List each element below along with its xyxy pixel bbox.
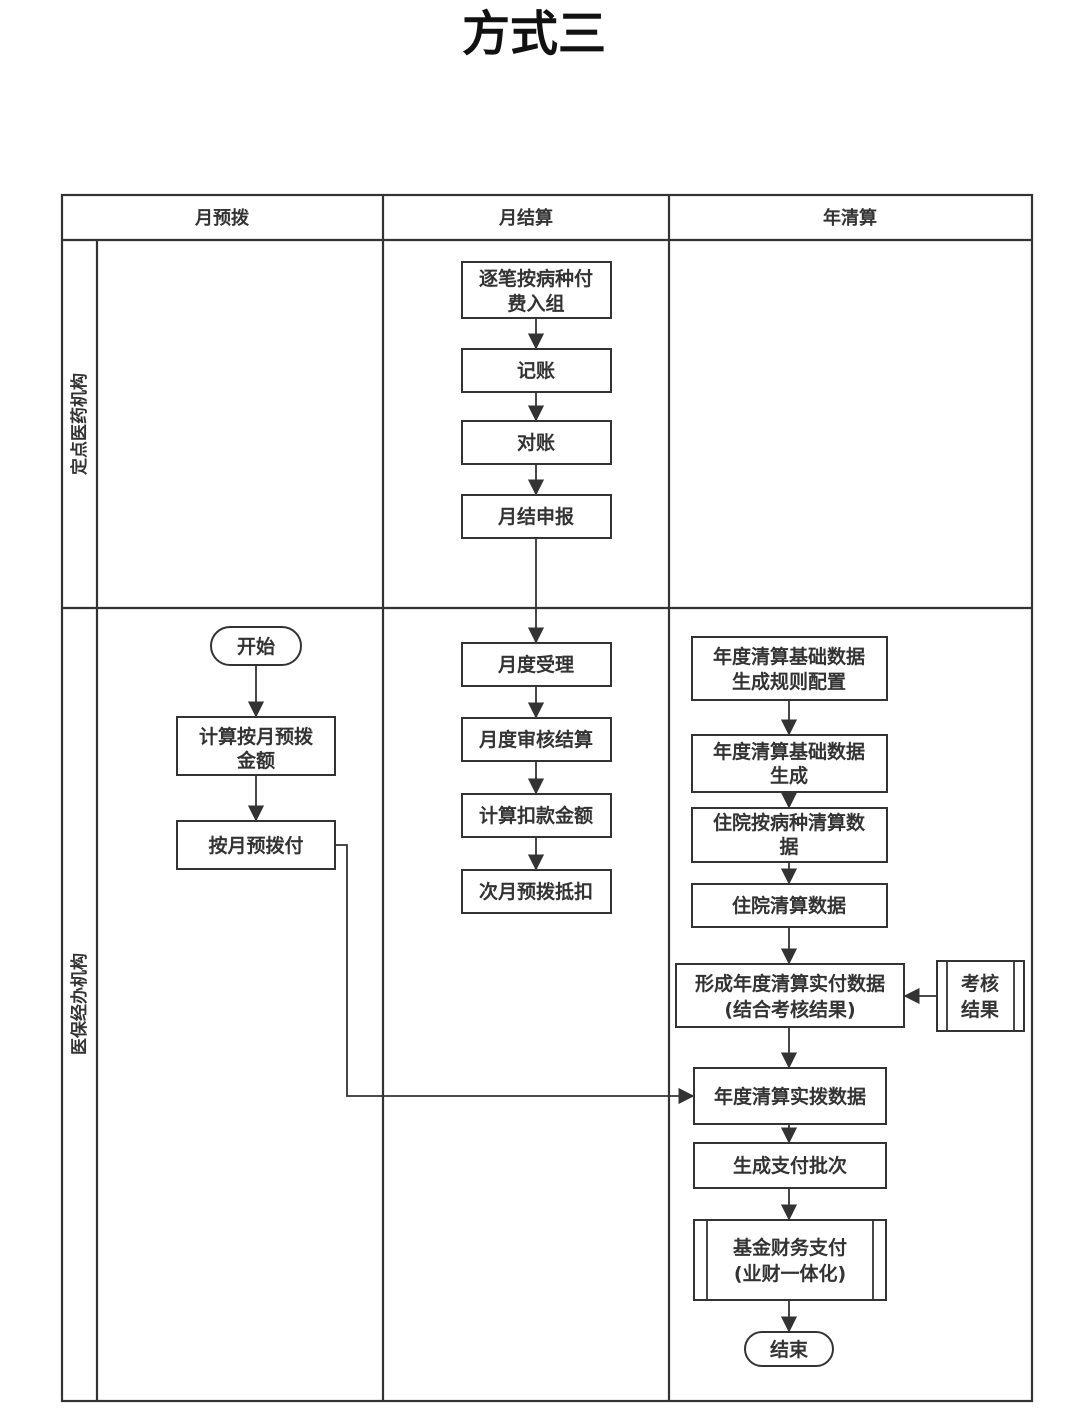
column-header-monthly-prealloc: 月预拨	[194, 207, 250, 229]
monthly-accept-node	[461, 642, 612, 687]
entry-node	[461, 261, 612, 319]
monthly-declare-label: 月结申报	[497, 505, 574, 528]
page-title: 方式三	[461, 6, 606, 62]
start-node-label: 开始	[237, 635, 275, 658]
fund-payment-label-2: (业财一体化)	[734, 1262, 846, 1285]
next-month-deduct-label: 次月预拨抵扣	[479, 880, 593, 903]
end-node-label: 结束	[770, 1338, 809, 1361]
arrow-prepay-to-actual	[335, 844, 695, 1105]
lane-label-designated-institution: 定点医药机构	[69, 373, 90, 475]
fund-payment-node	[693, 1219, 887, 1301]
actual-allocation-label: 年度清算实拨数据	[714, 1085, 866, 1108]
form-actual-label-2: (结合考核结果)	[724, 998, 855, 1021]
monthly-audit-label: 月度审核结算	[478, 728, 593, 751]
fund-payment-label-1: 基金财务支付	[732, 1236, 847, 1259]
column-header-monthly-settlement: 月结算	[498, 207, 553, 229]
calc-deduction-node	[461, 793, 612, 838]
payment-batch-label: 生成支付批次	[733, 1154, 847, 1177]
monthly-prepay-label: 按月预拨付	[208, 834, 303, 857]
inpatient-data-label: 住院清算数据	[732, 894, 846, 917]
assessment-node	[936, 960, 1025, 1032]
calc-deduction-label: 计算扣款金额	[479, 804, 593, 827]
monthly-accept-label: 月度受理	[497, 653, 574, 676]
entry-label-2: 费入组	[507, 292, 564, 315]
rule-config-label-1: 年度清算基础数据	[713, 645, 865, 668]
calc-prealloc-label-1: 计算按月预拨	[199, 725, 314, 748]
assessment-label-2: 结果	[961, 998, 999, 1021]
column-header-annual-clearing: 年清算	[823, 207, 877, 229]
next-month-deduct-node	[461, 869, 612, 914]
inpatient-disease-data-label-1: 住院按病种清算数	[713, 811, 866, 834]
calc-prealloc-label-2: 金额	[236, 749, 275, 772]
bookkeeping-label: 记账	[517, 360, 555, 382]
diagram-frame	[60, 193, 1034, 1403]
entry-label-1: 逐笔按病种付	[479, 267, 593, 290]
inpatient-disease-data-label-2: 据	[779, 835, 798, 858]
base-data-gen-label-2: 生成	[770, 764, 808, 787]
form-actual-label-1: 形成年度清算实付数据	[695, 972, 885, 995]
assessment-label-1: 考核	[961, 972, 999, 995]
lane-label-insurance-agency: 医保经办机构	[69, 953, 90, 1055]
base-data-gen-label-1: 年度清算基础数据	[713, 740, 865, 763]
rule-config-label-2: 生成规则配置	[732, 670, 846, 693]
reconcile-label: 对账	[517, 431, 555, 454]
